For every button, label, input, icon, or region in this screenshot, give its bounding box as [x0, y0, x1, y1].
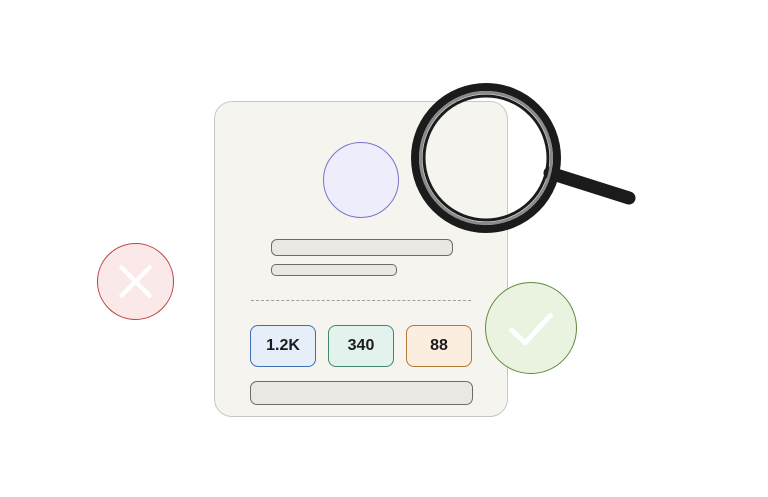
stat-chip: 340 — [328, 325, 394, 367]
stat-chip: 88 — [406, 325, 472, 367]
stat-value: 88 — [430, 337, 448, 354]
profile-card: 1.2K 340 88 — [214, 101, 508, 417]
x-mark-icon — [119, 265, 152, 298]
checkmark-icon — [508, 312, 554, 346]
magnifying-glass-icon — [411, 83, 636, 233]
stat-value: 340 — [347, 337, 375, 354]
action-placeholder-bar — [250, 381, 473, 405]
stat-chip: 1.2K — [250, 325, 316, 367]
reject-badge — [97, 243, 174, 320]
dashed-divider — [251, 300, 471, 301]
magnifier-handle — [543, 166, 636, 205]
magnifier-lens-inner — [422, 94, 550, 222]
approve-badge — [485, 282, 577, 374]
subtitle-placeholder-bar — [271, 264, 397, 276]
magnifier-lens-outer — [411, 83, 561, 233]
stat-value: 1.2K — [266, 337, 300, 354]
name-placeholder-bar — [271, 239, 453, 256]
magnifier-lens-mid — [419, 91, 553, 225]
avatar-placeholder — [323, 142, 399, 218]
